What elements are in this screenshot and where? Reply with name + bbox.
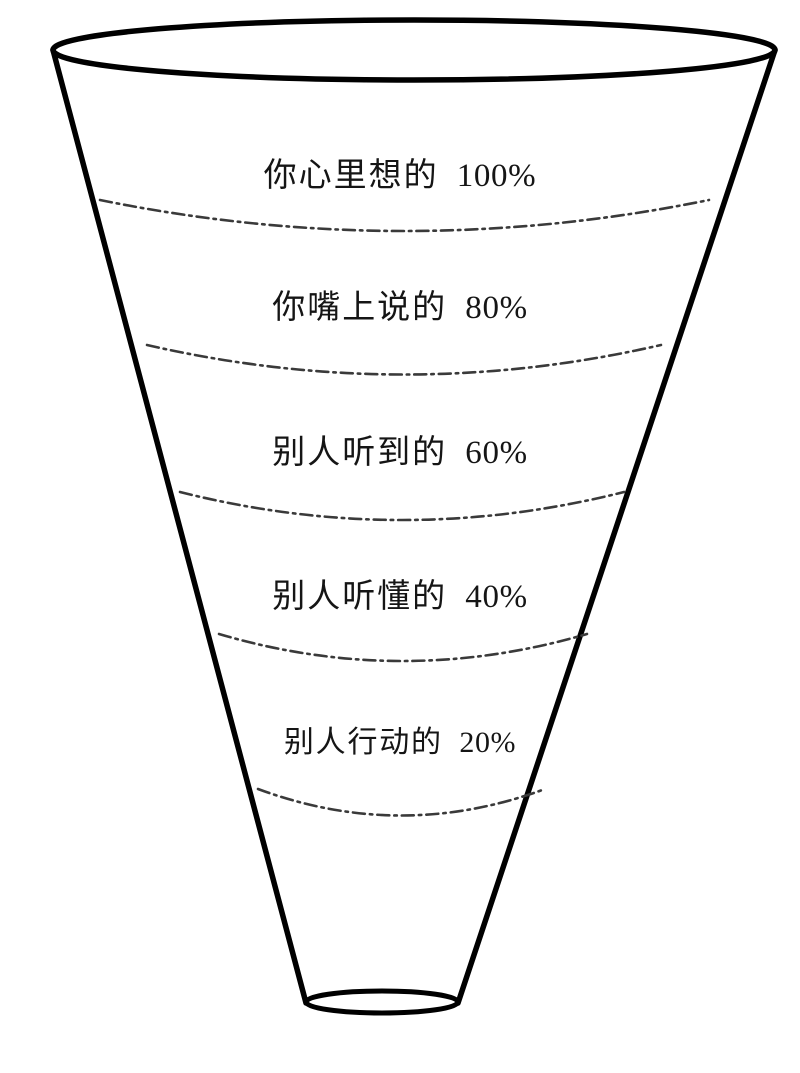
funnel-stage-percent-2: 80% <box>465 290 528 326</box>
funnel-stage-name-1: 你心里想的 <box>263 158 439 194</box>
funnel-stage-name-5: 别人行动的 <box>283 726 443 759</box>
funnel-stage-label-3: 别人听到的 60% <box>0 437 800 470</box>
funnel-stage-label-5: 别人行动的 20% <box>0 728 800 758</box>
funnel-divider-arc-1 <box>98 198 711 233</box>
funnel-divider-arc-4 <box>217 632 589 663</box>
funnel-divider-arcs <box>98 198 711 817</box>
funnel-stage-name-2: 你嘴上说的 <box>272 290 448 326</box>
funnel-divider-arc-3 <box>178 490 626 522</box>
funnel-stage-percent-1: 100% <box>456 158 537 194</box>
funnel-stage-percent-5: 20% <box>459 726 517 759</box>
funnel-body-fill <box>53 50 775 1003</box>
funnel-left-wall <box>50 47 309 1006</box>
funnel-stage-label-1: 你心里想的 100% <box>0 160 800 193</box>
funnel-bottom-rim-ellipse <box>303 988 461 1016</box>
funnel-divider-arc-5 <box>256 787 547 817</box>
funnel-stage-percent-3: 60% <box>465 435 528 471</box>
funnel-stage-percent-4: 40% <box>465 579 528 615</box>
funnel-stage-label-2: 你嘴上说的 80% <box>0 292 800 325</box>
funnel-top-rim-ellipse <box>50 17 778 83</box>
funnel-stage-name-4: 别人听懂的 <box>272 579 448 615</box>
funnel-divider-arc-2 <box>145 343 663 376</box>
funnel-stage-label-4: 别人听懂的 40% <box>0 581 800 614</box>
funnel-right-wall <box>455 47 778 1006</box>
funnel-stage-name-3: 别人听到的 <box>272 435 448 471</box>
